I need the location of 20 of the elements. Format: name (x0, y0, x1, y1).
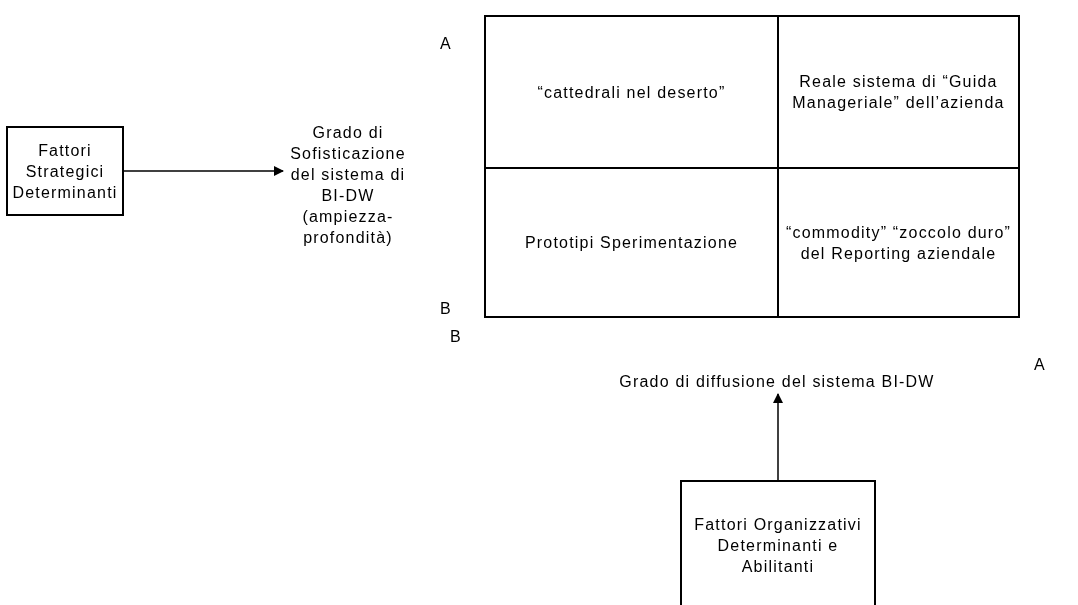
node-text: Prototipi Sperimentazione (524, 233, 739, 253)
matrix-cell (484, 167, 779, 318)
node-text: “commodity” “zoccolo duro” del Reporting aziendale (785, 222, 1012, 264)
axis-title: Grado di Sofisticazione del sistema di BI-DW (ampiezza-profondità) (283, 100, 413, 270)
axis-level-label: B (450, 328, 461, 346)
node-text: Fattori Strategici Determinanti (12, 140, 118, 203)
arrow (123, 166, 284, 176)
matrix-cell (777, 15, 1020, 169)
axis-level-label: B (440, 300, 451, 318)
matrix-cell (777, 167, 1020, 318)
axis-level-label: A (440, 35, 451, 53)
node-text: “cattedrali nel deserto” (537, 82, 726, 103)
factor-box (680, 480, 876, 605)
axis-level-label: A (1034, 356, 1045, 374)
arrow (773, 393, 783, 481)
axis-title: Grado di diffusione del sistema BI-DW (560, 368, 994, 394)
factor-box (6, 126, 124, 216)
node-text: Fattori Organizzativi Determinanti e Abilitanti (693, 514, 863, 577)
node-text: Reale sistema di “Guida Manageriale” dell’azienda (791, 72, 1006, 113)
matrix-cell (484, 15, 779, 169)
